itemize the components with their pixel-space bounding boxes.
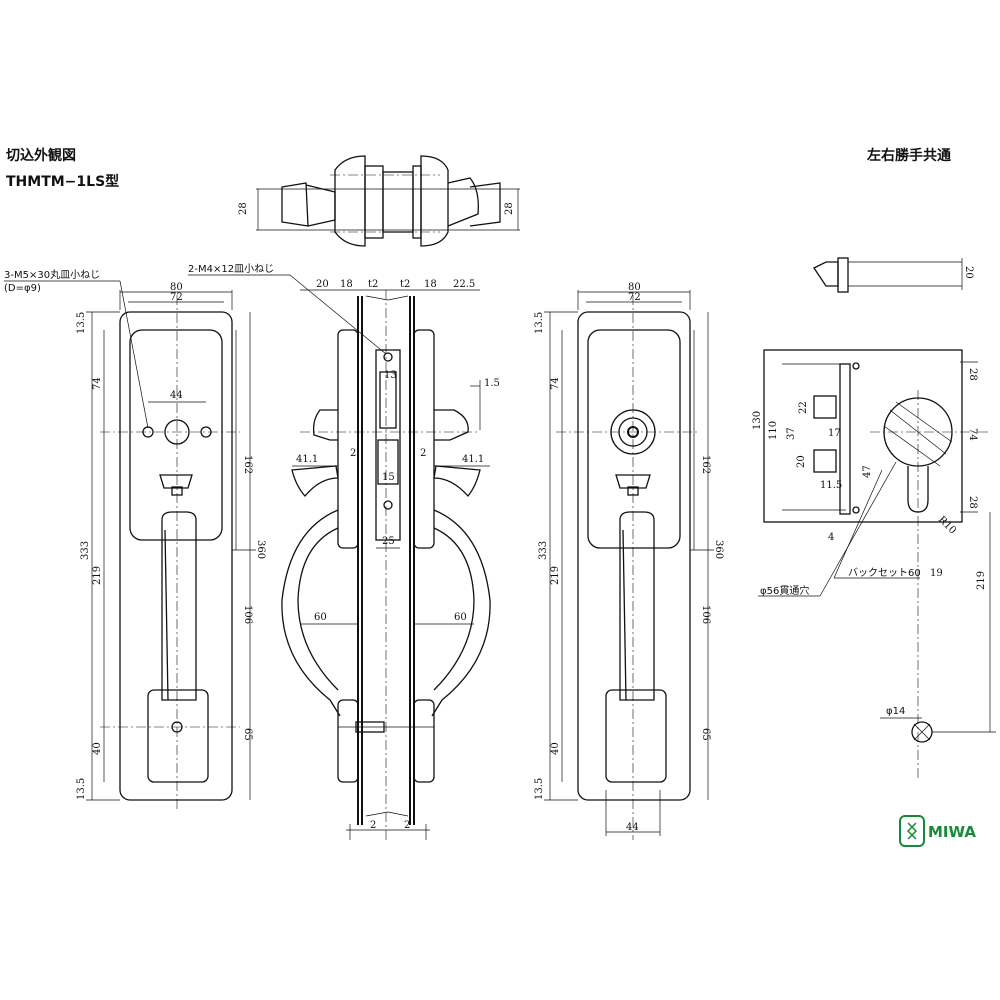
dim-side-18-left: 18 [340, 279, 353, 290]
dim-side-2-right: 2 [420, 448, 426, 459]
dim-case-130: 130 [752, 411, 763, 430]
dim-side-18-right: 18 [424, 279, 437, 290]
dim-side-25: 25 [382, 536, 395, 547]
dim-fr-162: 162 [700, 455, 711, 474]
model-name: THMTM−1LS型 [6, 173, 119, 190]
top-view: 28 28 [238, 155, 520, 247]
callout-front-screws-sub: (D=φ9) [4, 283, 41, 294]
hand-note: 左右勝手共通 [866, 147, 951, 164]
dim-case-28-bottom: 28 [967, 496, 978, 509]
dim-fl-13-5-bottom: 13.5 [76, 778, 87, 800]
callout-front-screws: 3-M5×30丸皿小ねじ [4, 268, 100, 281]
dim-fr-40: 40 [550, 742, 561, 755]
dim-fr-13-5-bottom: 13.5 [534, 778, 545, 800]
dim-case-110: 110 [768, 421, 779, 440]
dim-case-28-top: 28 [967, 368, 978, 381]
dim-side-60-left: 60 [314, 612, 327, 623]
dim-side-1-5: 1.5 [484, 378, 500, 389]
callout-through-hole: φ56貫通穴 [760, 584, 809, 597]
dim-fr-44: 44 [626, 822, 639, 833]
dim-fl-333: 333 [80, 541, 91, 560]
dim-fr-72: 72 [628, 292, 641, 303]
dim-side-2-bottom-left: 2 [370, 820, 376, 831]
dim-side-41-1-right: 41.1 [462, 454, 484, 465]
dim-fr-333: 333 [538, 541, 549, 560]
dim-side-15: 15 [382, 472, 395, 483]
callout-backset: バックセット60 [848, 567, 921, 579]
dim-fl-13-5-top: 13.5 [76, 312, 87, 334]
dim-case-47: 47 [862, 465, 873, 478]
dim-side-2-left: 2 [350, 448, 356, 459]
dim-top-28-left: 28 [238, 202, 249, 215]
miwa-logo: MIWA [899, 815, 976, 847]
front-view-right: 80 72 13.5 74 333 219 40 13.5 162 360 10… [534, 282, 724, 840]
dim-case-20-b: 20 [796, 455, 807, 468]
dim-side-t2-right: t2 [400, 279, 410, 290]
dim-case-74: 74 [967, 428, 978, 441]
side-view: 20 18 t2 t2 18 22.5 13 1.5 2 2 [188, 263, 500, 840]
dim-fr-13-5-top: 13.5 [534, 312, 545, 334]
dim-case-4: 4 [828, 532, 834, 543]
dim-fl-162: 162 [242, 455, 253, 474]
dim-fr-219: 219 [550, 566, 561, 585]
dim-side-t2-left: t2 [368, 279, 378, 290]
callout-side-screws: 2-M4×12皿小ねじ [188, 263, 274, 275]
dim-fl-72: 72 [170, 292, 183, 303]
dim-fl-80: 80 [170, 282, 183, 293]
dim-fl-360: 360 [255, 540, 266, 559]
dim-fr-80: 80 [628, 282, 641, 293]
dim-fr-65: 65 [700, 728, 711, 741]
dim-side-41-1-left: 41.1 [296, 454, 318, 465]
drawing-title: 切込外観図 [6, 147, 76, 164]
dim-case-37: 37 [786, 427, 797, 440]
dim-case-22: 22 [798, 401, 809, 414]
dim-side-60-right: 60 [454, 612, 467, 623]
dim-side-2-bottom-right: 2 [404, 820, 410, 831]
dim-fr-106: 106 [700, 605, 711, 624]
dim-fl-106: 106 [242, 605, 253, 624]
dim-side-22-5: 22.5 [453, 279, 475, 290]
dim-fr-74: 74 [550, 377, 561, 390]
dim-case-20: 20 [963, 266, 974, 279]
dim-side-20: 20 [316, 279, 329, 290]
dim-case-11-5: 11.5 [820, 480, 842, 491]
lock-case-view: 20 130 110 37 20 28 74 28 17 22 47 11.5 … [752, 257, 996, 780]
dim-fl-219: 219 [92, 566, 103, 585]
dim-case-r10: R10 [936, 514, 958, 536]
dim-fr-360: 360 [713, 540, 724, 559]
dim-case-19: 19 [930, 568, 943, 579]
dim-fl-44: 44 [170, 390, 183, 401]
dim-case-219: 219 [976, 571, 987, 590]
dim-fl-65: 65 [242, 728, 253, 741]
brand-name: MIWA [928, 823, 976, 841]
front-view-left: 80 72 13.5 74 333 219 40 13.5 44 162 [4, 268, 266, 810]
dim-fl-74: 74 [92, 377, 103, 390]
dim-fl-40: 40 [92, 742, 103, 755]
dim-case-17: 17 [828, 428, 841, 439]
dim-top-28-right: 28 [504, 202, 515, 215]
dim-side-13: 13 [384, 370, 397, 381]
callout-spindle: φ14 [886, 706, 905, 717]
